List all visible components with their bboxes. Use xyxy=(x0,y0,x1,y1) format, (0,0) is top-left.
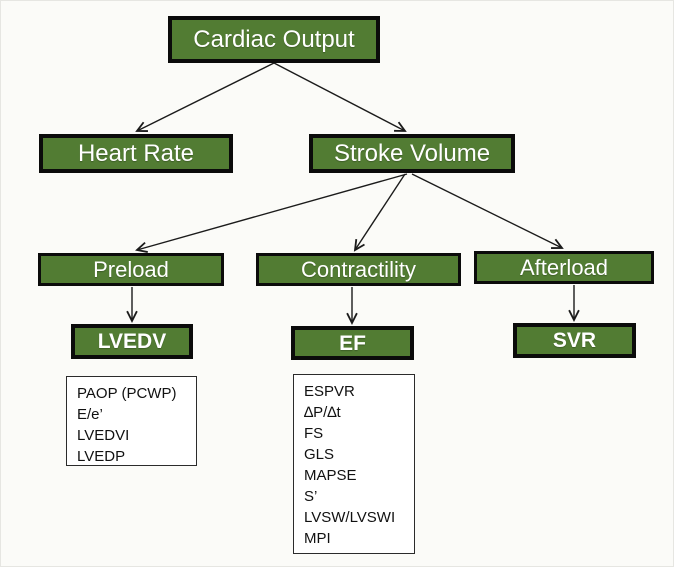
note-item-s-prime: S’ xyxy=(304,488,318,505)
node-lvedv-label: LVEDV xyxy=(97,330,167,353)
node-contractility-label: Contractility xyxy=(301,256,416,282)
arrow-cardiac-to-heart-rate xyxy=(135,62,275,132)
node-stroke-volume: Stroke Volume xyxy=(309,134,515,173)
arrow-stroke-volume-to-contractility xyxy=(353,173,406,252)
note-item-e-e: E/e’ xyxy=(77,406,103,423)
note-item-lvedp: LVEDP xyxy=(77,448,126,465)
node-lvedv: LVEDV xyxy=(71,324,193,359)
node-stroke-volume-label: Stroke Volume xyxy=(333,139,491,167)
arrow-stroke-volume-to-afterload xyxy=(411,173,564,249)
note-item-dpdt: ∆P/∆t xyxy=(304,404,341,421)
node-ef: EF xyxy=(291,326,414,360)
node-heart-rate-label: Heart Rate xyxy=(77,139,195,167)
node-afterload-label: Afterload xyxy=(519,254,609,280)
node-contractility: Contractility xyxy=(256,253,461,286)
node-cardiac-output: Cardiac Output xyxy=(168,16,380,63)
node-preload-label: Preload xyxy=(93,256,169,282)
note-item-mapse: MAPSE xyxy=(304,467,357,484)
node-svr: SVR xyxy=(513,323,636,358)
node-svr-label: SVR xyxy=(552,329,597,352)
note-item-fs: FS xyxy=(304,425,324,442)
node-preload: Preload xyxy=(38,253,224,286)
note-item-lvedvi: LVEDVI xyxy=(77,427,130,444)
arrow-stroke-volume-to-preload xyxy=(135,173,408,253)
note-item-lvsw: LVSW/LVSWI xyxy=(304,509,396,526)
note-item-espvr: ESPVR xyxy=(304,383,355,400)
node-ef-label: EF xyxy=(339,331,366,355)
arrow-cardiac-to-stroke-volume xyxy=(273,62,407,132)
note-item-mpi: MPI xyxy=(304,530,331,547)
node-heart-rate: Heart Rate xyxy=(39,134,233,173)
node-afterload: Afterload xyxy=(474,251,654,284)
note-contractility-measures: ESPVR ∆P/∆t FS GLS MAPSE S’ LVSW/LVSWI M… xyxy=(293,374,415,554)
note-item-paop: PAOP (PCWP) xyxy=(77,385,177,402)
node-cardiac-output-label: Cardiac Output xyxy=(193,25,355,53)
note-item-gls: GLS xyxy=(304,446,335,463)
note-preload-measures: PAOP (PCWP) E/e’ LVEDVI LVEDP xyxy=(66,376,197,466)
